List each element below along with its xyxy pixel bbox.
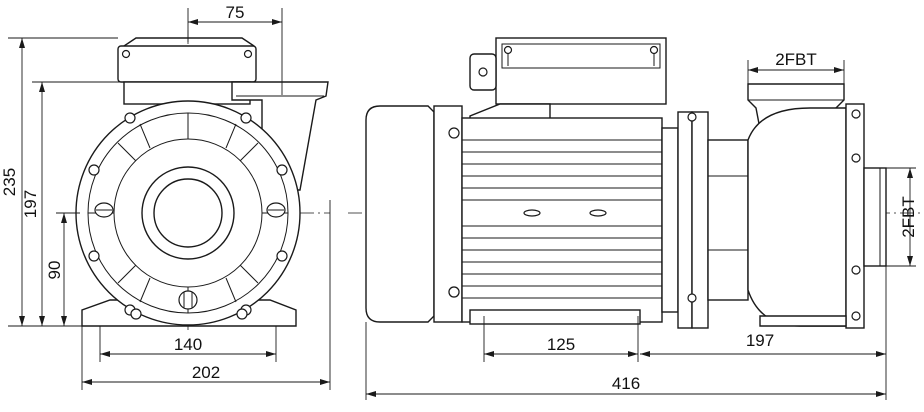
bolt-icon [448, 286, 460, 298]
bolt-icon [276, 164, 288, 176]
gland-icon [478, 67, 488, 77]
terminal-lid-line [501, 43, 661, 69]
motor-body [461, 117, 663, 323]
side-dimensions: 2FBT 2FBT 125 197 416 [365, 50, 918, 400]
dim-base-outer-width: 202 [192, 363, 220, 382]
pump-head-bolts [851, 109, 861, 321]
terminal-screw-icon [243, 49, 253, 59]
pump-inlet [863, 167, 887, 267]
terminal-screw-icon [649, 45, 659, 55]
base-hole-icon [130, 308, 142, 320]
dim-outlet-thread: 2FBT [775, 50, 817, 69]
dim-inlet-thread: 2FBT [899, 196, 918, 238]
fan-cover [365, 105, 435, 323]
bolt-icon [851, 153, 861, 163]
bottom-plug-icon [178, 290, 198, 310]
front-terminal-box [117, 45, 257, 83]
side-view [348, 37, 920, 329]
pump-head [747, 107, 847, 327]
dim-top-offset: 75 [226, 3, 245, 22]
bolt-icon [88, 250, 100, 262]
dim-motor-mount: 125 [547, 335, 575, 354]
bolt-icon [851, 109, 861, 119]
dim-total-height: 235 [0, 168, 19, 196]
cooling-fins [462, 139, 662, 299]
dim-shaft-to-top: 197 [21, 190, 40, 218]
front-volute-bolts [88, 112, 288, 316]
front-terminal-lid [123, 37, 255, 47]
rivet-icon [523, 209, 541, 217]
front-outlet-port [231, 81, 329, 191]
motor-flange [661, 127, 679, 313]
bolt-icon [88, 164, 100, 176]
dim-base-inner-width: 140 [174, 335, 202, 354]
bolt-icon [851, 265, 861, 275]
base-hole-icon [236, 308, 248, 320]
motor-foot [469, 309, 641, 325]
dim-total-length: 416 [612, 374, 640, 393]
end-shield [433, 105, 463, 323]
bolt-icon [851, 311, 861, 321]
front-view [60, 30, 330, 330]
connector-body [707, 139, 749, 301]
rivet-icon [589, 209, 607, 217]
bolt-icon [687, 293, 697, 303]
pump-base [759, 315, 847, 327]
bolt-icon [276, 250, 288, 262]
dim-shaft-height: 90 [45, 261, 64, 280]
terminal-screw-icon [503, 45, 513, 55]
bolt-icon [448, 127, 460, 139]
pump-front-flange [845, 103, 865, 329]
terminal-screw-icon [121, 49, 131, 59]
front-dimensions: 75 235 197 90 140 202 [0, 3, 331, 390]
front-inlet-bore [153, 178, 223, 248]
side-terminal-box [495, 37, 667, 105]
front-drain-plugs [94, 202, 286, 310]
bolt-icon [687, 112, 697, 122]
dim-pump-end: 197 [746, 331, 774, 350]
bolt-icon [240, 112, 252, 124]
bolt-icon [124, 112, 136, 124]
